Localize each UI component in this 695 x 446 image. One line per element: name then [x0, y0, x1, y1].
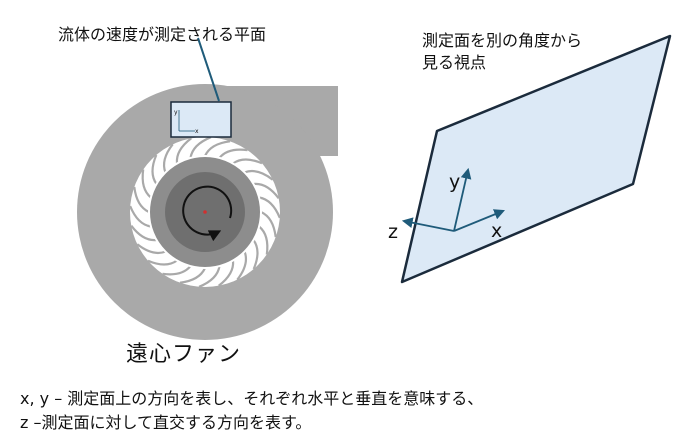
impeller-blade	[260, 210, 277, 238]
rotation-center-dot	[203, 210, 207, 214]
impeller-blade	[147, 259, 178, 266]
impeller-blade	[218, 260, 235, 287]
small-axis-x-label: x	[195, 128, 199, 135]
axis-z-arrow	[401, 217, 455, 232]
impeller-blade	[141, 169, 152, 199]
rotation-arrow	[182, 185, 233, 242]
impeller-blade	[218, 148, 248, 159]
view-label-line1: 測定面を別の角度から	[422, 31, 583, 50]
small-axis-y-label: y	[174, 109, 178, 116]
caption-line1: x, y – 測定面上の方向を表し、それぞれ水平と垂直を意味する、	[20, 389, 484, 408]
axis-z-label: z	[388, 221, 398, 243]
impeller-blade	[179, 267, 207, 284]
axis-y-arrow	[453, 167, 472, 232]
impeller-blade	[133, 186, 150, 214]
impeller-blade	[175, 137, 192, 164]
leader-line	[197, 37, 220, 102]
impeller-blade	[130, 225, 157, 242]
measurement-plane-small: y x	[170, 101, 232, 138]
impeller-blades	[129, 136, 281, 288]
impeller-blade	[236, 251, 248, 281]
measurement-plane-large: y x z	[388, 34, 672, 284]
fan-label: 遠心ファン	[126, 342, 242, 367]
impeller-blade	[162, 265, 192, 276]
impeller-blade	[252, 239, 259, 270]
impeller-blade	[136, 243, 166, 255]
impeller-blade	[189, 136, 212, 159]
axis-y-label: y	[449, 171, 460, 193]
impeller-blade	[258, 225, 269, 255]
axis-x-label: x	[491, 220, 502, 242]
view-label-line2: 見る視点	[422, 53, 487, 72]
impeller-blade	[203, 140, 231, 157]
impeller-blade	[162, 143, 174, 173]
caption-line2: z –測定面に対して直交する方向を表す。	[20, 413, 312, 432]
impeller	[129, 136, 281, 288]
impeller-blade	[151, 154, 158, 185]
impeller-blade	[232, 158, 263, 165]
impeller-blade	[253, 182, 280, 199]
axis-x-arrow	[453, 209, 505, 232]
measurement-plane-label: 流体の速度が測定される平面	[58, 25, 267, 44]
impeller-blade	[244, 169, 274, 181]
impeller-blade	[129, 205, 152, 228]
impeller-blade	[258, 196, 281, 219]
impeller-blade	[198, 265, 221, 288]
